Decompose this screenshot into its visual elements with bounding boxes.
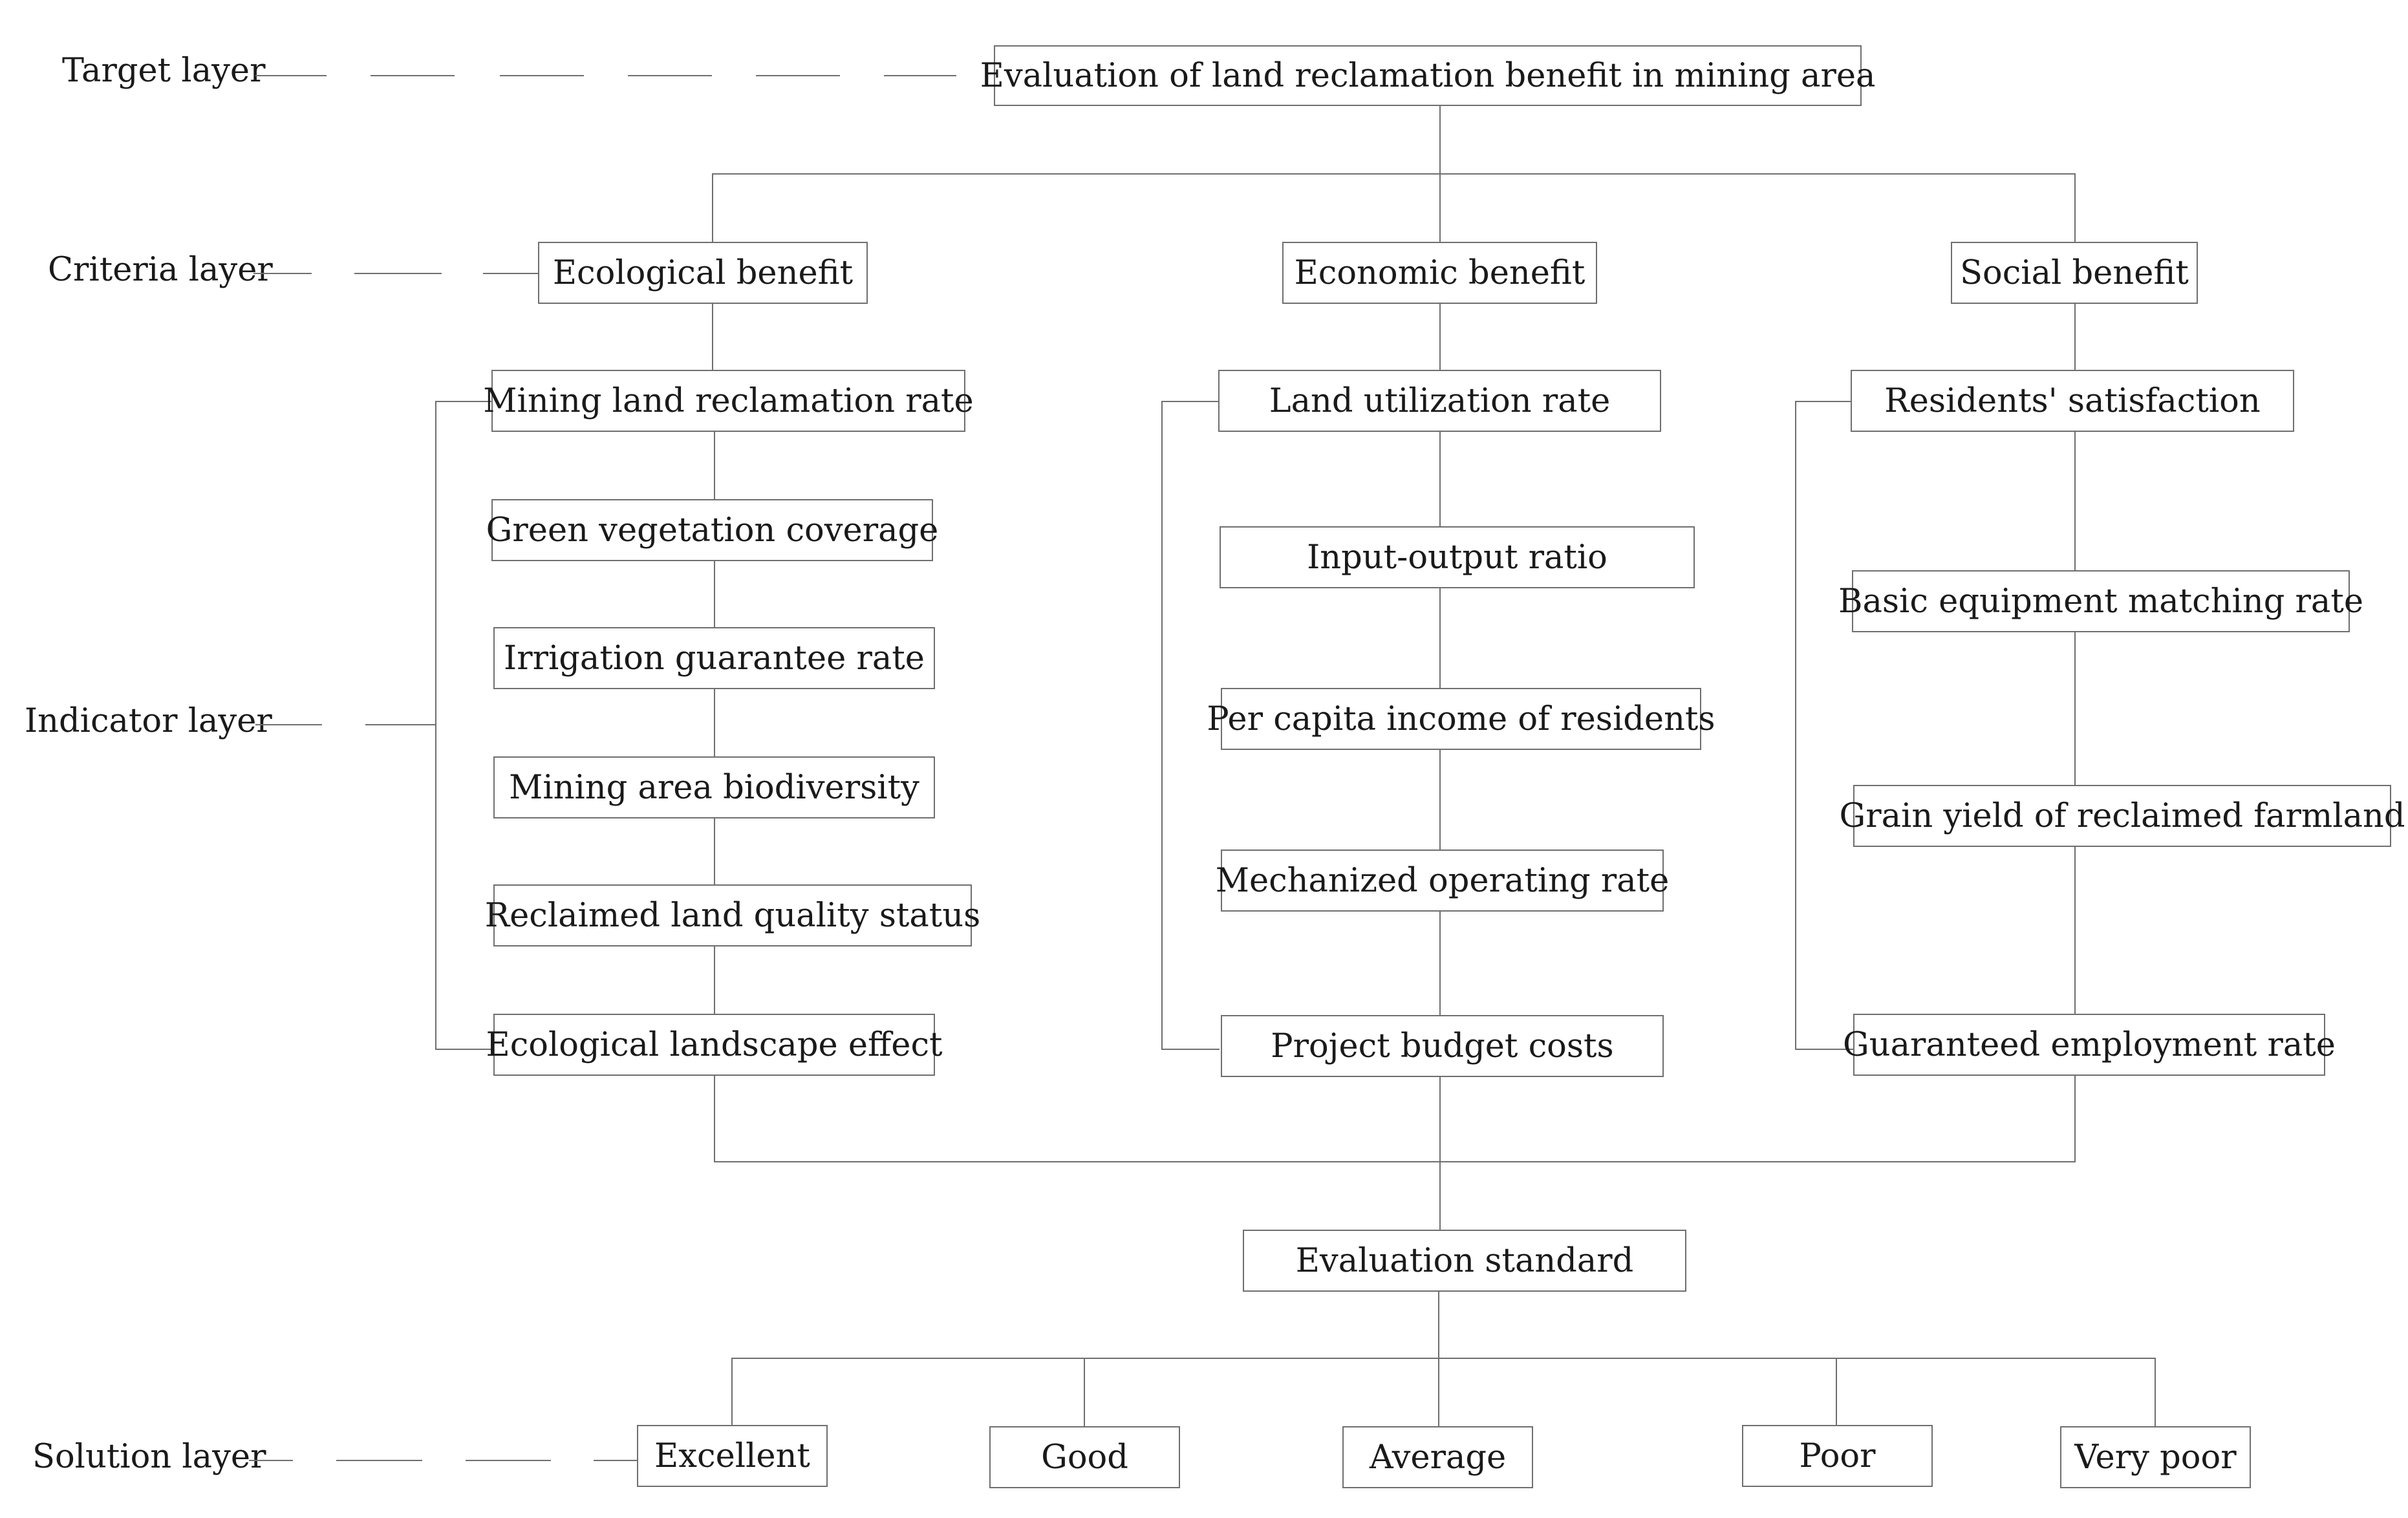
- ecological-bracket: [435, 401, 436, 1050]
- ecological-stem: [712, 303, 713, 371]
- criteria-guide-dash: [354, 273, 442, 274]
- indicator-economic-box: Input-output ratio: [1220, 526, 1695, 588]
- indicator-ecological-box: Mining land reclamation rate: [483, 370, 974, 432]
- target-guide-dash: [255, 75, 327, 76]
- economic-bracket: [1161, 401, 1163, 1050]
- ecological-chain: [714, 432, 715, 1016]
- target-guide-dash: [756, 75, 840, 76]
- target-guide-dash: [371, 75, 455, 76]
- standard-bus: [714, 1161, 2076, 1162]
- criteria-guide-dash: [483, 273, 540, 274]
- very-poor-drop: [2155, 1358, 2156, 1426]
- target-layer-label: Target layer: [62, 52, 266, 90]
- indicator-ecological-box: Reclaimed land quality status: [485, 884, 980, 946]
- excellent-drop: [731, 1358, 733, 1425]
- indicator-ecological-box: Irrigation guarantee rate: [493, 627, 935, 689]
- economic-stem: [1439, 303, 1441, 371]
- target-box: Evaluation of land reclamation benefit i…: [980, 45, 1875, 106]
- criteria-economic-box: Economic benefit: [1282, 242, 1597, 304]
- social-drop: [2074, 173, 2076, 243]
- target-guide-dash: [884, 75, 956, 76]
- social-down: [2074, 1076, 2076, 1162]
- criteria-bus: [712, 173, 2076, 175]
- indicator-social-box: Grain yield of reclaimed farmland: [1840, 785, 2405, 847]
- ecological-bracket-top: [435, 401, 491, 402]
- indicator-ecological-box: Green vegetation coverage: [486, 499, 938, 561]
- good-drop: [1084, 1358, 1085, 1426]
- indicator-social-box: Guaranteed employment rate: [1843, 1014, 2336, 1076]
- social-bracket-bottom: [1795, 1049, 1853, 1050]
- indicator-guide-dash: [365, 724, 436, 725]
- solution-poor-box: Poor: [1742, 1425, 1933, 1487]
- solution-bus: [731, 1358, 2156, 1359]
- standard-stem: [1439, 1076, 1441, 1230]
- solution-guide-dash: [594, 1460, 639, 1461]
- solution-average-box: Average: [1342, 1426, 1533, 1488]
- solution-layer-label: Solution layer: [32, 1438, 266, 1476]
- economic-bracket-top: [1161, 401, 1218, 402]
- solution-very-poor-box: Very poor: [2060, 1426, 2251, 1488]
- criteria-layer-label: Criteria layer: [48, 251, 273, 289]
- poor-drop: [1836, 1358, 1837, 1425]
- social-stem: [2074, 303, 2076, 371]
- indicator-economic-box: Project budget costs: [1221, 1015, 1664, 1077]
- evaluation-standard-box: Evaluation standard: [1243, 1230, 1686, 1292]
- solution-guide-dash: [249, 1460, 293, 1461]
- criteria-social-box: Social benefit: [1951, 242, 2198, 304]
- indicator-guide-dash: [255, 724, 322, 725]
- ecological-down: [714, 1076, 715, 1162]
- solution-guide-dash: [466, 1460, 551, 1461]
- target-guide-dash: [500, 75, 584, 76]
- social-bracket: [1795, 401, 1796, 1050]
- indicator-social-box: Residents' satisfaction: [1851, 370, 2294, 432]
- indicator-ecological-box: Ecological landscape effect: [486, 1014, 943, 1076]
- solution-good-box: Good: [989, 1426, 1180, 1488]
- criteria-guide-dash: [253, 273, 312, 274]
- solution-excellent-box: Excellent: [637, 1425, 828, 1487]
- ecological-drop: [712, 173, 713, 243]
- social-bracket-top: [1795, 401, 1851, 402]
- indicator-layer-label: Indicator layer: [25, 702, 272, 740]
- indicator-economic-box: Land utilization rate: [1218, 370, 1661, 432]
- social-chain: [2074, 432, 2076, 1016]
- target-stem: [1439, 105, 1441, 175]
- indicator-economic-box: Mechanized operating rate: [1216, 850, 1669, 912]
- indicator-economic-box: Per capita income of residents: [1207, 688, 1715, 750]
- ecological-bracket-bottom: [435, 1049, 493, 1050]
- target-guide-dash: [628, 75, 712, 76]
- solution-guide-dash: [336, 1460, 422, 1461]
- economic-bracket-bottom: [1161, 1049, 1220, 1050]
- economic-drop: [1439, 173, 1441, 243]
- criteria-ecological-box: Ecological benefit: [538, 242, 868, 304]
- indicator-ecological-box: Mining area biodiversity: [493, 756, 935, 818]
- indicator-social-box: Basic equipment matching rate: [1838, 570, 2363, 632]
